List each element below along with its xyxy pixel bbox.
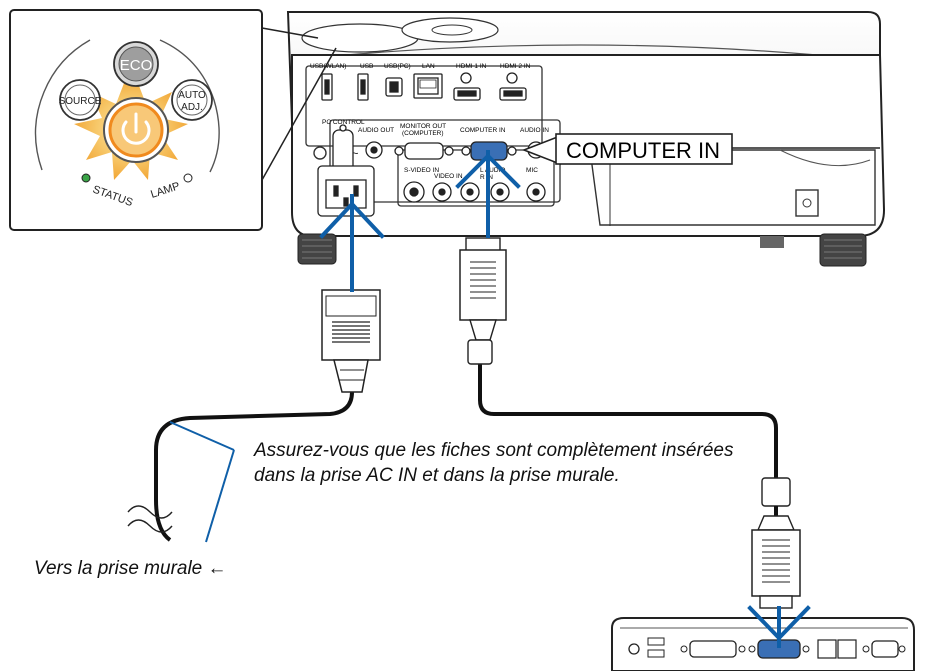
ac-in-arrow-icon <box>319 194 385 292</box>
label-computer-in: COMPUTER IN <box>460 127 506 134</box>
label-video-in: VIDEO IN <box>434 173 463 180</box>
label-usb-pc: USB(PC) <box>384 63 411 70</box>
eco-button-label: ECO <box>120 57 153 74</box>
monitor-out-port <box>404 142 444 160</box>
label-mic: MIC <box>526 167 538 174</box>
hdmi1-screw <box>460 72 472 84</box>
label-audio-lr: L AUDIO <box>480 167 505 174</box>
computer-in-arrow-icon <box>455 150 521 238</box>
label-audio-in: AUDIO IN <box>520 127 549 134</box>
wall-outlet-note: Vers la prise murale ← <box>34 558 227 579</box>
label-s-video-in: S-VIDEO IN <box>404 167 439 174</box>
note-leader-lines <box>169 421 235 543</box>
control-panel-inset: ECO SOURCE AUTO ADJ. STATUS LAMP <box>9 9 337 231</box>
power-cable <box>127 289 381 542</box>
label-hdmi1: HDMI 1 IN <box>456 63 487 70</box>
laptop <box>611 617 915 671</box>
laptop-vga-arrow-icon <box>747 605 811 648</box>
label-monitor-out: MONITOR OUT <box>400 123 446 130</box>
vga-connector-projector <box>459 249 507 321</box>
label-usb: USB <box>360 63 373 70</box>
power-icon <box>121 112 151 145</box>
label-monitor-out-sub: (COMPUTER) <box>402 130 444 137</box>
plug-instructions-note: Assurez-vous que les fiches sont complèt… <box>254 440 734 486</box>
auto-adj-label-2: ADJ. <box>181 102 203 113</box>
label-usb-wlan: USB(WLAN) <box>310 63 346 70</box>
auto-adj-label-1: AUTO <box>178 90 206 101</box>
source-button-label: SOURCE <box>59 96 102 107</box>
lamp-led <box>183 173 193 183</box>
ferrite-core-top <box>467 339 493 365</box>
port-labels: USB(WLAN) USB USB(PC) LAN HDMI 1 IN HDMI… <box>310 63 549 181</box>
vga-cable <box>459 237 801 609</box>
status-led <box>81 173 91 183</box>
laptop-serial-port <box>871 640 899 658</box>
hdmi2-screw <box>506 72 518 84</box>
label-ac-in: ~ <box>352 148 358 160</box>
connection-arrows <box>319 150 811 648</box>
vga-connector-computer <box>751 529 801 597</box>
computer-in-callout-text: COMPUTER IN <box>566 138 720 163</box>
laptop-parallel-port <box>689 640 737 658</box>
ferrite-core-bottom <box>761 477 791 507</box>
power-plug <box>321 289 381 361</box>
computer-in-callout: COMPUTER IN <box>521 133 880 166</box>
label-lan: LAN <box>422 63 435 70</box>
label-hdmi2: HDMI 2 IN <box>500 63 531 70</box>
label-pc-control: PC CONTROL <box>322 119 365 126</box>
label-audio-out: AUDIO OUT <box>358 127 394 134</box>
